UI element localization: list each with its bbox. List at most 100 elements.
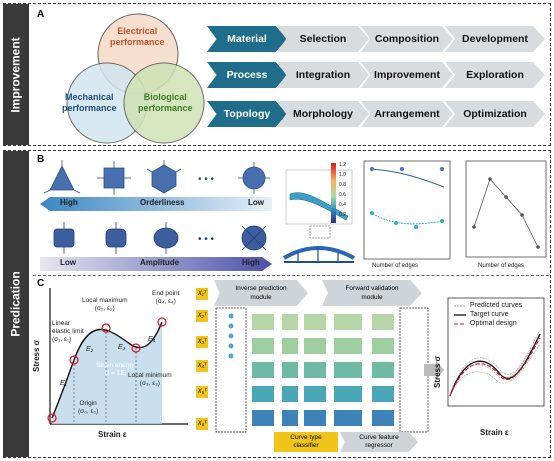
lattice-icon-2 bbox=[97, 161, 131, 195]
optimal-design-curve bbox=[449, 337, 541, 397]
plot1-point bbox=[414, 225, 418, 229]
origin-label: Origin(σ₀, ε₀) bbox=[78, 400, 99, 415]
beam-sim-zoom bbox=[309, 225, 331, 239]
stress-curve bbox=[51, 321, 163, 419]
amplitude-arrow bbox=[40, 257, 272, 271]
orderliness-low: Low bbox=[248, 198, 264, 207]
stress-strain-diagram bbox=[47, 288, 188, 425]
amplitude-title: Amplitude bbox=[140, 258, 180, 267]
output-xlabel: Strain ε bbox=[480, 428, 509, 437]
wavy-icon-3 bbox=[153, 222, 179, 254]
orderliness-high: High bbox=[60, 198, 78, 207]
predication-sidebar: Predication bbox=[3, 151, 29, 457]
chevron-arrangement: Arrangement bbox=[361, 101, 453, 127]
output-ylabel: Stress σ bbox=[433, 355, 442, 388]
input-block bbox=[215, 307, 247, 433]
orderliness-arrow bbox=[40, 197, 272, 211]
lattice-icon-4 bbox=[238, 162, 270, 194]
simulation-images bbox=[282, 169, 355, 263]
legend-target: Target curve bbox=[470, 311, 509, 318]
plot1-point bbox=[394, 221, 398, 225]
legend-predicted: Predicted curves bbox=[470, 302, 523, 309]
plot2-point bbox=[472, 225, 476, 229]
colorbar-tick: 0.6 bbox=[339, 192, 346, 198]
localmin-point bbox=[131, 343, 141, 353]
x-tag: X₆ᵀ bbox=[196, 418, 208, 430]
localmax-label: Local maximum(σ₂, ε₂) bbox=[82, 297, 128, 312]
wavy-icon-4 bbox=[241, 225, 267, 251]
panel-b-label: B bbox=[37, 154, 45, 165]
plot1-point bbox=[399, 166, 405, 172]
endpoint-label: End point(σ₄, ε₄) bbox=[152, 290, 180, 305]
localmin-label: Local minimum(σ₃, ε₃) bbox=[128, 372, 172, 387]
colorbar-tick: 0.4 bbox=[339, 202, 346, 208]
amplitude-low: Low bbox=[60, 258, 76, 267]
venn-diagram bbox=[66, 13, 205, 144]
colorbar-tick: 1.2 bbox=[339, 162, 346, 168]
chevron-improvement: Improvement bbox=[361, 62, 453, 88]
x-tag: X₄ᵀ bbox=[196, 360, 208, 372]
chevron-integration: Integration bbox=[277, 62, 369, 88]
chevron-morphology: Morphology bbox=[277, 101, 369, 127]
plot1-point bbox=[370, 211, 374, 215]
colorbar-ticks: 1.2 1.0 0.8 0.6 0.4 0.2 bbox=[339, 160, 346, 220]
colorbar-tick: 0.8 bbox=[339, 182, 346, 188]
e4-label: E₄ bbox=[148, 336, 156, 343]
plot1-xlabel: Number of edges bbox=[372, 263, 419, 269]
network-architecture bbox=[215, 307, 429, 433]
plot2-point bbox=[488, 177, 492, 181]
endpoint-point bbox=[157, 317, 167, 327]
x-tag: X₅ᵀ bbox=[196, 386, 208, 398]
bridge bbox=[282, 246, 355, 260]
curve-top bbox=[369, 168, 445, 188]
chevron-development: Development bbox=[445, 26, 545, 52]
linear-point bbox=[69, 355, 79, 365]
e3-label: E₃ bbox=[118, 344, 126, 351]
orderliness-shapes: • • • bbox=[43, 160, 270, 195]
lattice-icon-3 bbox=[146, 160, 182, 194]
panel-c-label: C bbox=[37, 278, 45, 289]
e2-label: E₂ bbox=[86, 346, 94, 353]
colorbar bbox=[331, 163, 336, 223]
chevron-exploration: Exploration bbox=[445, 62, 545, 88]
improvement-label: Improvement bbox=[9, 36, 24, 113]
e1-label: E₁ bbox=[60, 380, 67, 387]
plot2-point bbox=[520, 213, 524, 217]
plot1-point bbox=[369, 166, 375, 172]
x-tag: X₃ᵀ bbox=[196, 336, 208, 348]
amplitude-high: High bbox=[242, 258, 260, 267]
colorbar-tick: 0.2 bbox=[339, 212, 346, 218]
stress-axis-label: Stress σ bbox=[32, 339, 41, 372]
edges-plot-1 bbox=[363, 160, 451, 260]
chevron-selection: Selection bbox=[277, 26, 369, 52]
chevron-material: Material bbox=[207, 26, 287, 52]
beam-sim bbox=[289, 192, 349, 221]
panel-c-divider bbox=[33, 275, 549, 276]
x-tag: X₁ᵀ bbox=[196, 288, 208, 300]
amplitude-shapes: • • • bbox=[53, 222, 267, 254]
panel-a-label: A bbox=[37, 9, 45, 20]
plot2-xlabel: Number of edges bbox=[478, 263, 525, 269]
wavy-icon-1 bbox=[53, 222, 75, 254]
hidden-blocks bbox=[252, 314, 394, 426]
ellipsis-2: • • • bbox=[198, 234, 215, 245]
predicted-curve bbox=[449, 329, 541, 397]
ellipsis-1: • • • bbox=[198, 174, 215, 185]
edges-plot-2 bbox=[465, 160, 547, 258]
predicted-curves-plot bbox=[447, 297, 545, 407]
lattice-icon-1 bbox=[43, 160, 81, 194]
plot1-point bbox=[440, 219, 444, 223]
strain-axis-label: Strain ε bbox=[98, 430, 127, 439]
curve-bottom bbox=[369, 211, 445, 225]
localmax-point bbox=[101, 323, 111, 333]
biological-circle bbox=[123, 62, 205, 144]
colorbar-tick: 1.0 bbox=[339, 172, 346, 178]
